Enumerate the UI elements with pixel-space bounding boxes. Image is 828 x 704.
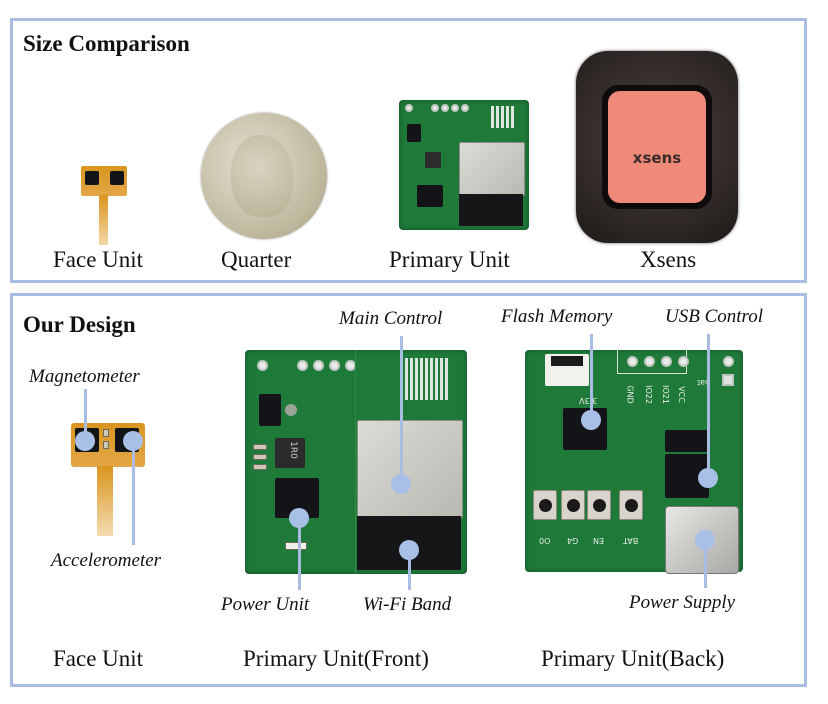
silk-btn-en: EN [593,536,605,545]
callout-line-wifi-band [408,556,411,590]
caption-face-unit: Face Unit [53,247,144,272]
panel-title-size-comparison: Size Comparison [23,31,190,56]
xsens-logo-text: xsens [632,149,682,167]
callout-line-flash-memory [590,334,593,416]
callout-dot-magnetometer [75,431,95,451]
callout-label-usb-control: USB Control [665,306,763,327]
primary-unit-photo-small [399,100,529,230]
caption-primary-unit-front: Primary Unit(Front) [243,646,429,671]
callout-label-accelerometer: Accelerometer [51,550,162,571]
callout-line-accelerometer [132,441,135,545]
callout-dot-usb-control [698,468,718,488]
callout-label-power-unit: Power Unit [221,594,310,615]
callout-line-magnetometer [84,389,87,434]
callout-dot-power-unit [289,508,309,528]
panel-title-our-design: Our Design [23,312,136,337]
silk-io22: IO22 [643,385,653,404]
silk-vcc: VCC [676,386,686,403]
silk-btn-o0: O0 [539,536,551,545]
callout-line-main-control [400,336,403,480]
callout-dot-main-control [391,474,411,494]
caption-quarter: Quarter [221,247,292,272]
silk-gnd: GND [625,385,635,404]
caption-face-unit-design: Face Unit [53,646,144,671]
silk-voltage: 3.3V [579,396,598,405]
quarter-coin-photo [201,113,327,239]
callout-label-magnetometer: Magnetometer [29,366,140,387]
xsens-sensor-photo: xsens [576,51,738,243]
callout-dot-accelerometer [123,431,143,451]
our-design-panel: Our Design Magnetometer Accelerometer Ma… [10,293,807,687]
silk-btn-g4: G4 [567,536,579,545]
callout-line-power-unit [298,524,301,590]
callout-line-power-supply [704,546,707,588]
primary-unit-front-photo: 1R0 [245,350,467,574]
callout-dot-power-supply [695,530,715,550]
caption-primary-unit-back: Primary Unit(Back) [541,646,725,671]
silk-io21: IO21 [660,385,670,404]
caption-primary-unit: Primary Unit [389,247,510,272]
callout-label-power-supply: Power Supply [629,592,736,613]
face-unit-photo-small [81,166,131,256]
inductor-marking: 1R0 [287,441,298,459]
callout-dot-flash-memory [581,410,601,430]
silk-btn-bat: BAT [623,536,639,545]
callout-label-flash-memory: Flash Memory [501,306,613,327]
callout-label-main-control: Main Control [339,308,443,329]
size-comparison-panel: Size Comparison Face Unit Quarter Primar… [10,18,807,283]
callout-label-wifi-band: Wi-Fi Band [363,594,452,615]
xsens-face: xsens [608,91,706,203]
caption-xsens: Xsens [640,247,697,272]
callout-line-usb-control [707,334,710,474]
callout-dot-wifi-band [399,540,419,560]
